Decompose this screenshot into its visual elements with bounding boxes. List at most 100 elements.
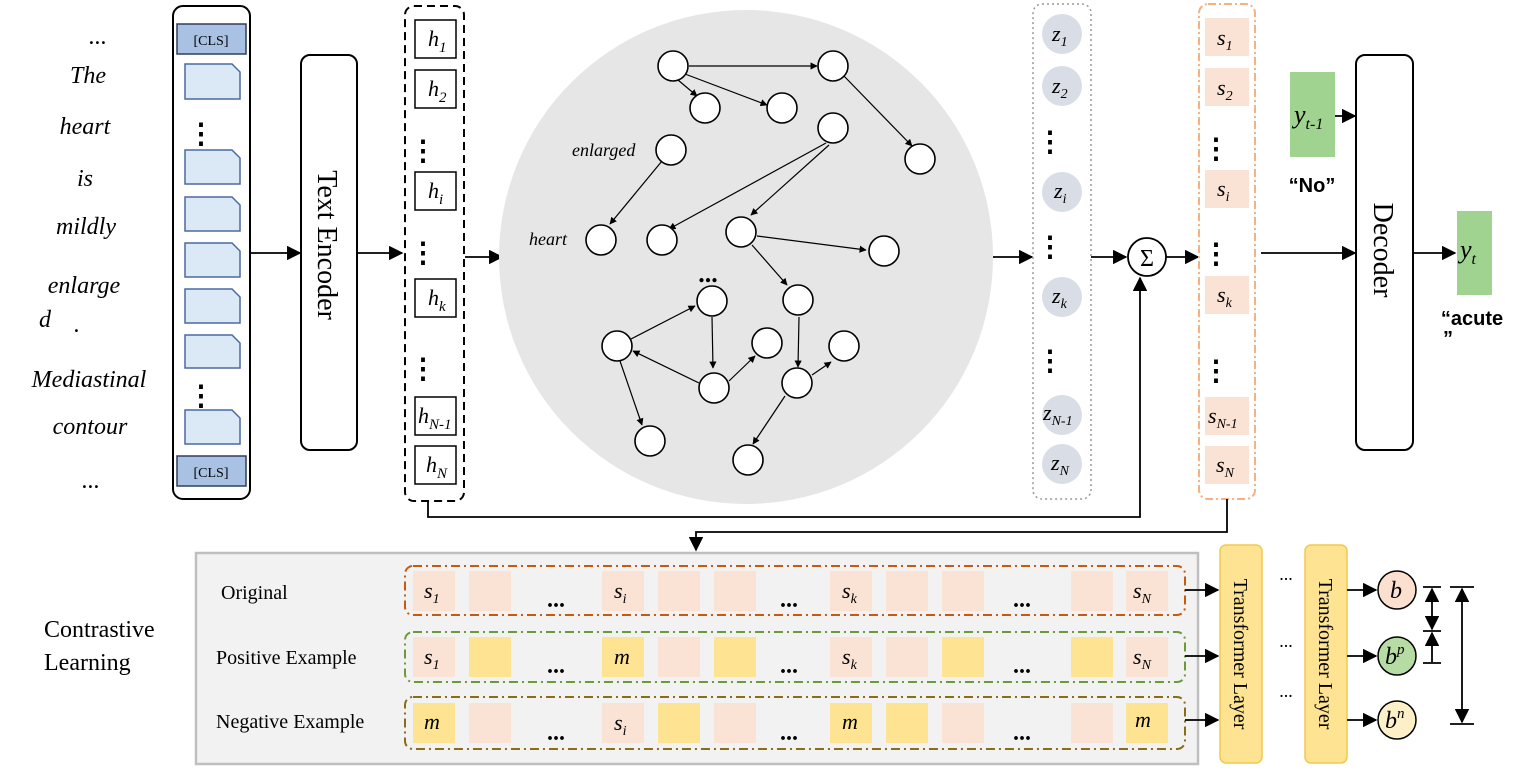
- token-box-6: [184, 334, 241, 369]
- token-period: .: [74, 312, 80, 338]
- graph-node: [868, 235, 900, 267]
- graph-node: [601, 330, 633, 362]
- between-dots-2: ...: [1279, 631, 1293, 651]
- transformer-layer-2: [1304, 544, 1348, 764]
- svg-text:...: ...: [1013, 653, 1031, 679]
- b-label: b: [1390, 578, 1402, 604]
- hn-box: [414, 445, 457, 485]
- zk-circle: [1042, 277, 1082, 317]
- graph-node: [689, 92, 721, 124]
- graph-node-enlarged: [655, 134, 687, 166]
- svg-text:sk: sk: [842, 578, 858, 607]
- s-dots-1: ⋮: [1202, 134, 1230, 165]
- word-prev: “No”: [1289, 175, 1336, 197]
- graph-node-heart: [585, 224, 617, 256]
- sum-symbol: Σ: [1140, 246, 1154, 272]
- cls-label-top: [CLS]: [194, 34, 229, 49]
- z-dots-3: ⋮: [1036, 346, 1064, 377]
- b-circle: [1377, 570, 1417, 610]
- hn1-box: [414, 396, 457, 436]
- bp-label: bp: [1385, 642, 1405, 670]
- svg-text:...: ...: [780, 720, 798, 746]
- decoder-label: Decoder: [1367, 203, 1398, 299]
- h2-box: [414, 69, 457, 109]
- z-dots-1: ⋮: [1036, 127, 1064, 158]
- residual-path: [427, 276, 1148, 518]
- distance-brackets: [1423, 586, 1474, 725]
- svg-text:...: ...: [547, 720, 565, 746]
- cls-box-top: [176, 23, 247, 55]
- graph-label-enlarged: enlarged: [572, 140, 636, 160]
- z-dots-2: ⋮: [1036, 232, 1064, 263]
- h1-label: h1: [428, 26, 447, 56]
- transformer-label-1: Transformer Layer: [1229, 579, 1251, 730]
- zn-circle: [1042, 444, 1082, 484]
- svg-text:...: ...: [547, 653, 565, 679]
- svg-text:m: m: [614, 644, 630, 669]
- row-negative: Negative Example m si m m .........: [216, 696, 1186, 750]
- z1-circle: [1042, 14, 1082, 54]
- h-dots-1: ⋮: [409, 136, 437, 167]
- zi-label: zi: [1053, 178, 1067, 207]
- token-is: is: [77, 166, 93, 192]
- si-box: [1205, 170, 1249, 208]
- bn-circle: [1377, 700, 1417, 740]
- svg-text:...: ...: [780, 587, 798, 613]
- zn-label: zN: [1050, 450, 1070, 479]
- graph-node: [698, 372, 730, 404]
- knowledge-graph: enlarged heart ...: [499, 10, 993, 504]
- token-d: d: [39, 307, 52, 333]
- word-curr-line1: “acute: [1441, 308, 1503, 330]
- graph-node: [657, 50, 689, 82]
- graph-node: [732, 444, 764, 476]
- z2-label: z2: [1051, 73, 1068, 102]
- graph-ellipsis: ...: [698, 259, 718, 288]
- svg-text:sN: sN: [1133, 644, 1152, 673]
- token-box-3: [184, 196, 241, 232]
- h2-label: h2: [428, 76, 447, 106]
- si-label: si: [1217, 176, 1230, 205]
- hi-box: [414, 171, 457, 211]
- text-encoder-label: Text Encoder: [311, 170, 342, 320]
- row-label-negative: Negative Example: [216, 711, 364, 733]
- graph-node: [751, 327, 783, 359]
- y-curr-label: yt: [1457, 235, 1477, 268]
- bn-label: bn: [1385, 706, 1405, 734]
- h1-box: [414, 19, 457, 59]
- s-column: s1 s2 si sk sN-1 sN ⋮ ⋮ ⋮: [1198, 3, 1256, 500]
- svg-text:...: ...: [547, 587, 565, 613]
- between-dots-3: ...: [1279, 681, 1293, 701]
- svg-text:...: ...: [1013, 587, 1031, 613]
- svg-text:s1: s1: [424, 644, 440, 673]
- token-box-2: [184, 149, 241, 185]
- svg-text:m: m: [424, 709, 440, 734]
- hk-label: hk: [428, 285, 446, 315]
- row-positive: Positive Example s1 m sk sN .........: [216, 631, 1186, 683]
- graph-node: [904, 143, 936, 175]
- graph-node: [634, 425, 666, 457]
- graph-node: [817, 112, 849, 144]
- sk-box: [1205, 276, 1249, 314]
- arrow-s-to-contrastive: [688, 499, 1228, 552]
- svg-text:m: m: [1135, 707, 1151, 732]
- svg-text:s1: s1: [424, 578, 440, 607]
- svg-text:si: si: [614, 578, 627, 607]
- word-curr-line2: ”: [1443, 328, 1453, 350]
- token-box-1: [184, 63, 241, 100]
- token-embedding-column: [CLS] ⋮ ⋮ [CLS]: [172, 5, 251, 500]
- transformer-label-2: Transformer Layer: [1314, 579, 1336, 730]
- y-prev-label: yt-1: [1291, 100, 1323, 133]
- z-column: z1 z2 zi zk zN-1 zN ⋮ ⋮ ⋮: [1032, 3, 1092, 500]
- vertical-dots-1: ⋮: [187, 119, 215, 150]
- y-prev-box: [1290, 72, 1335, 157]
- svg-text:sk: sk: [842, 644, 858, 673]
- token-box-7: [184, 409, 241, 445]
- sk-label: sk: [1217, 282, 1233, 311]
- cls-label-bottom: [CLS]: [194, 466, 229, 481]
- graph-node: [817, 50, 849, 82]
- zn1-label: zN-1: [1042, 400, 1073, 429]
- bp-circle: [1377, 636, 1417, 676]
- graph-node: [828, 330, 860, 362]
- sn1-box: [1205, 397, 1249, 435]
